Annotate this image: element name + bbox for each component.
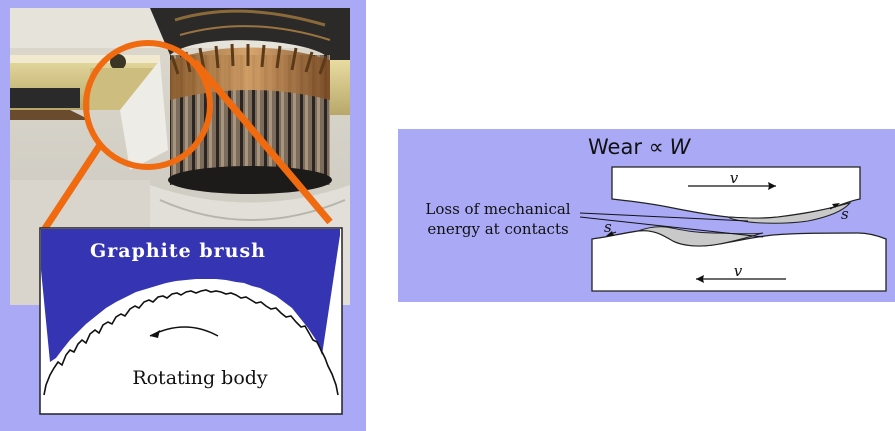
contact-label-left: s bbox=[604, 218, 612, 236]
annotation-line-1: Loss of mechanical bbox=[425, 200, 570, 218]
pointer-line-2 bbox=[579, 216, 764, 238]
zoom-line-left bbox=[41, 143, 103, 232]
commutator bbox=[168, 43, 332, 194]
rotating-body-label: Rotating body bbox=[132, 367, 268, 389]
rotating-body-surface bbox=[43, 289, 339, 396]
graphite-brush-region bbox=[41, 229, 340, 362]
contact-arrow-right bbox=[832, 203, 840, 208]
commutator-photo: Graphite brush Rotating body bbox=[10, 8, 350, 415]
commutator-figure-panel: Graphite brush Rotating body bbox=[0, 0, 366, 431]
contact-zone-left bbox=[637, 226, 764, 247]
wear-diagram-panel: Wear ∝W v v Loss of mechanical energy at… bbox=[398, 129, 895, 302]
graphite-brush-label: Graphite brush bbox=[90, 240, 266, 262]
zoom-highlight bbox=[41, 40, 333, 232]
motor-winding bbox=[150, 8, 350, 60]
contact-arrow-left bbox=[606, 231, 614, 236]
wear-diagram: Wear ∝W v v Loss of mechanical energy at… bbox=[425, 135, 887, 292]
annotation-line-2: energy at contacts bbox=[427, 220, 568, 238]
graphite-brush-photo bbox=[10, 88, 80, 108]
zoom-line-right bbox=[192, 59, 333, 225]
contact-label-right: s bbox=[841, 205, 849, 223]
holder-screw bbox=[110, 54, 126, 70]
top-velocity-label: v bbox=[730, 169, 739, 187]
highlight-circle bbox=[83, 40, 213, 170]
wear-title: Wear ∝W bbox=[588, 135, 692, 159]
bottom-velocity-label: v bbox=[734, 262, 743, 280]
inset-contact-view: Graphite brush Rotating body bbox=[39, 227, 343, 415]
pointer-line-1 bbox=[579, 212, 749, 222]
